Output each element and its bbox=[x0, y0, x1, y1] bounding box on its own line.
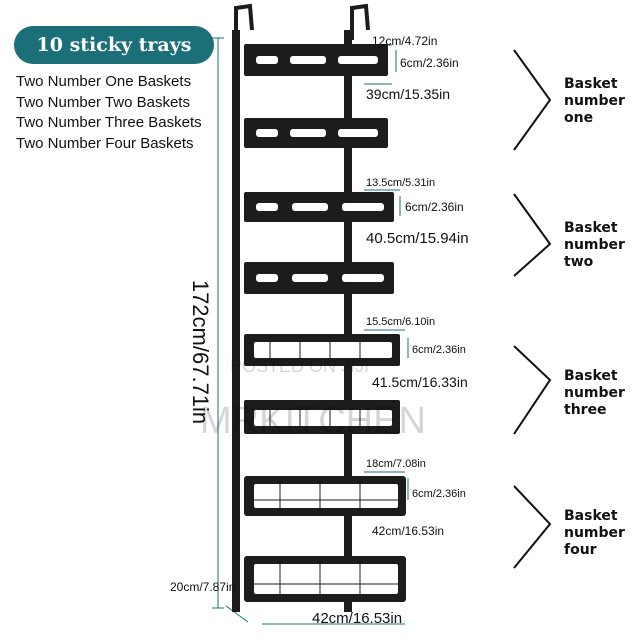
shelf-cutouts bbox=[254, 56, 398, 594]
basket-three-width-label: 41.5cm/16.33in bbox=[372, 374, 468, 390]
basket-one-depth-label: 12cm/4.72in bbox=[372, 34, 438, 48]
basket-four-width-label: 42cm/16.53in bbox=[372, 524, 445, 538]
sticky-trays-badge: 10 sticky trays bbox=[14, 26, 214, 64]
basket-mesh bbox=[254, 342, 398, 594]
basket-one-width-label: 39cm/15.35in bbox=[366, 86, 451, 102]
watermark-brand: MRKITCHEN bbox=[200, 400, 426, 442]
watermark-posted-on: POSTED ON JIJI bbox=[230, 356, 370, 376]
basket-two-height-label: 6cm/2.36in bbox=[405, 200, 464, 214]
rack-uprights bbox=[232, 30, 352, 612]
bottom-width-label: 42cm/16.53in bbox=[312, 610, 403, 627]
rack-depth-label: 20cm/7.87in bbox=[170, 580, 236, 594]
basket-one-height-label: 6cm/2.36in bbox=[400, 56, 459, 70]
basket-three-depth-label: 15.5cm/6.10in bbox=[366, 316, 436, 328]
contents-item: Two Number Two Baskets bbox=[16, 93, 190, 111]
contents-item: Two Number Three Baskets bbox=[16, 114, 202, 131]
contents-list: Two Number One Baskets Two Number Two Ba… bbox=[16, 72, 202, 154]
basket-two-depth-label: 13.5cm/5.31in bbox=[366, 177, 436, 189]
contents-item: Two Number Four Baskets bbox=[16, 134, 194, 152]
basket-two-width-label: 40.5cm/15.94in bbox=[366, 230, 469, 247]
basket-four-depth-label: 18cm/7.08in bbox=[366, 458, 426, 470]
basket-four-height-label: 6cm/2.36in bbox=[412, 488, 466, 500]
contents-item: Two Number One Baskets bbox=[16, 73, 192, 90]
basket-three-height-label: 6cm/2.36in bbox=[412, 344, 466, 356]
dimension-lines bbox=[212, 37, 409, 625]
basket-arrows bbox=[513, 49, 552, 569]
door-hooks bbox=[234, 3, 370, 42]
